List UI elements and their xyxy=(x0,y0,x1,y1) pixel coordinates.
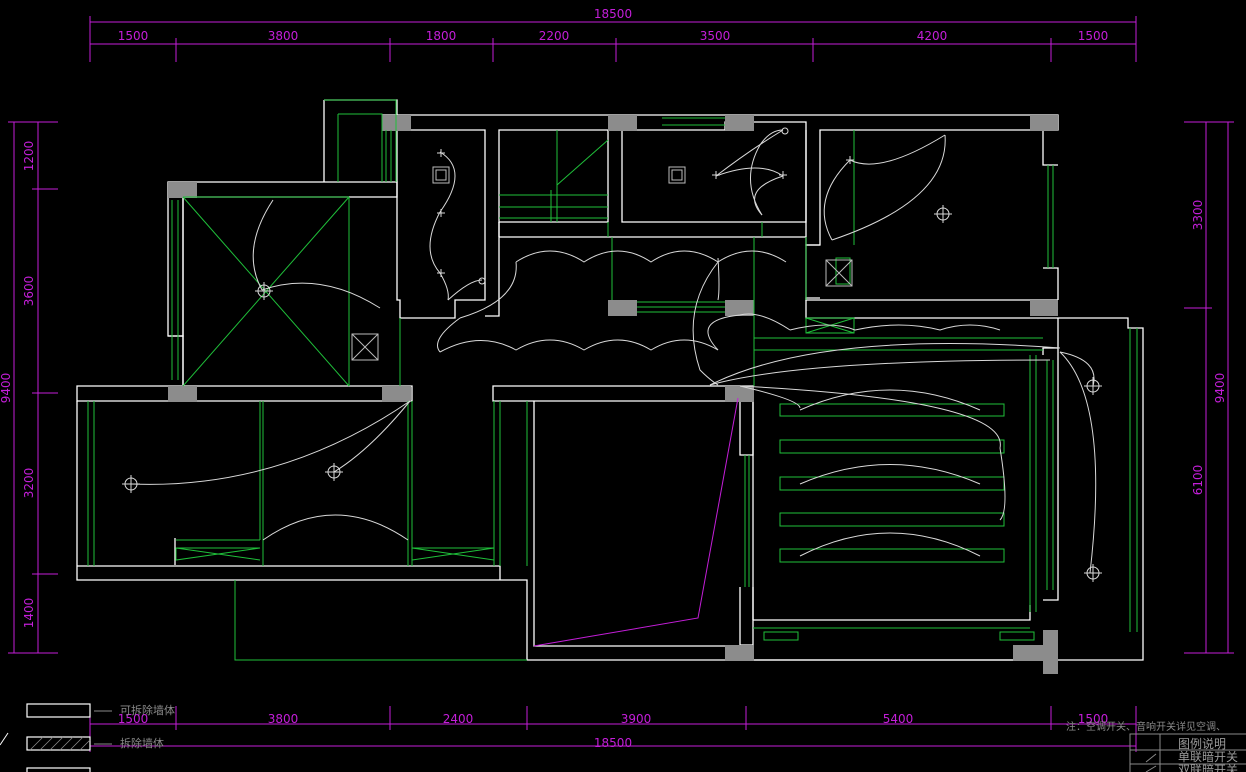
left-total-dimension: 9400 xyxy=(0,373,13,404)
right-dimension-2: 6100 xyxy=(1191,465,1205,496)
top-dimension-1: 1500 xyxy=(118,29,149,43)
right-dimension-chain xyxy=(1184,121,1234,654)
left-dimension-3: 3200 xyxy=(22,468,36,499)
bottom-dimension-5: 5400 xyxy=(883,712,914,726)
bottom-dimension-2: 3800 xyxy=(268,712,299,726)
legend-box-title: 图例说明 xyxy=(1178,736,1226,751)
top-dimension-4: 2200 xyxy=(539,29,570,43)
exhaust-fan-icon xyxy=(351,166,853,361)
lighting-wiring xyxy=(130,129,1097,574)
top-dimension-7: 1500 xyxy=(1078,29,1109,43)
bottom-dimension-6: 1500 xyxy=(1078,712,1109,726)
structural-columns xyxy=(168,115,1058,674)
bottom-dimension-1: 1500 xyxy=(118,712,149,726)
top-dimension-chain xyxy=(89,16,1137,62)
left-dimension-2: 3600 xyxy=(22,276,36,307)
bottom-dimension-chain xyxy=(89,706,1137,752)
legend-demolished-wall-label: 拆除墙体 xyxy=(120,736,164,750)
wall-legend xyxy=(0,703,112,772)
right-total-dimension: 9400 xyxy=(1213,373,1227,404)
top-dimension-2: 3800 xyxy=(268,29,299,43)
top-dimension-3: 1800 xyxy=(426,29,457,43)
light-fixtures xyxy=(122,127,1102,582)
switch-note: 注：空调开关、音响开关详见空调、 xyxy=(1066,720,1226,733)
legend-double-switch-label: 双联暗开关 xyxy=(1178,762,1238,772)
bottom-dimension-3: 2400 xyxy=(443,712,474,726)
top-dimension-5: 3500 xyxy=(700,29,731,43)
switch-leader-line xyxy=(533,397,739,647)
left-dimension-chain xyxy=(8,121,58,654)
left-dimension-4: 1400 xyxy=(22,598,36,629)
symbol-legend-box xyxy=(1129,733,1246,772)
fixtures-and-windows xyxy=(87,99,1138,661)
left-dimension-1: 1200 xyxy=(22,141,36,172)
top-dimension-6: 4200 xyxy=(917,29,948,43)
walls xyxy=(76,99,1144,661)
legend-removable-wall-label: 可拆除墙体 xyxy=(120,703,175,717)
top-total-dimension: 18500 xyxy=(594,7,632,21)
bottom-total-dimension: 18500 xyxy=(594,736,632,750)
bottom-dimension-4: 3900 xyxy=(621,712,652,726)
legend-single-switch-label: 单联暗开关 xyxy=(1178,749,1238,764)
right-dimension-1: 3300 xyxy=(1191,200,1205,231)
